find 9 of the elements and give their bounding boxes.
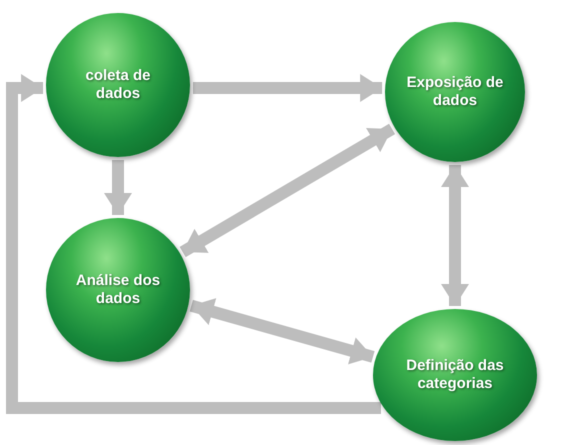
node-label: Exposição de dados [406,74,504,110]
node-label: Definição das categorias [405,357,505,393]
arrow [104,160,132,215]
arrow [6,74,381,414]
node-label: Análise dos dados [74,272,162,308]
arrow [192,74,382,102]
arrow [180,124,396,258]
node-label: coleta de dados [84,67,152,103]
arrow [441,165,469,306]
